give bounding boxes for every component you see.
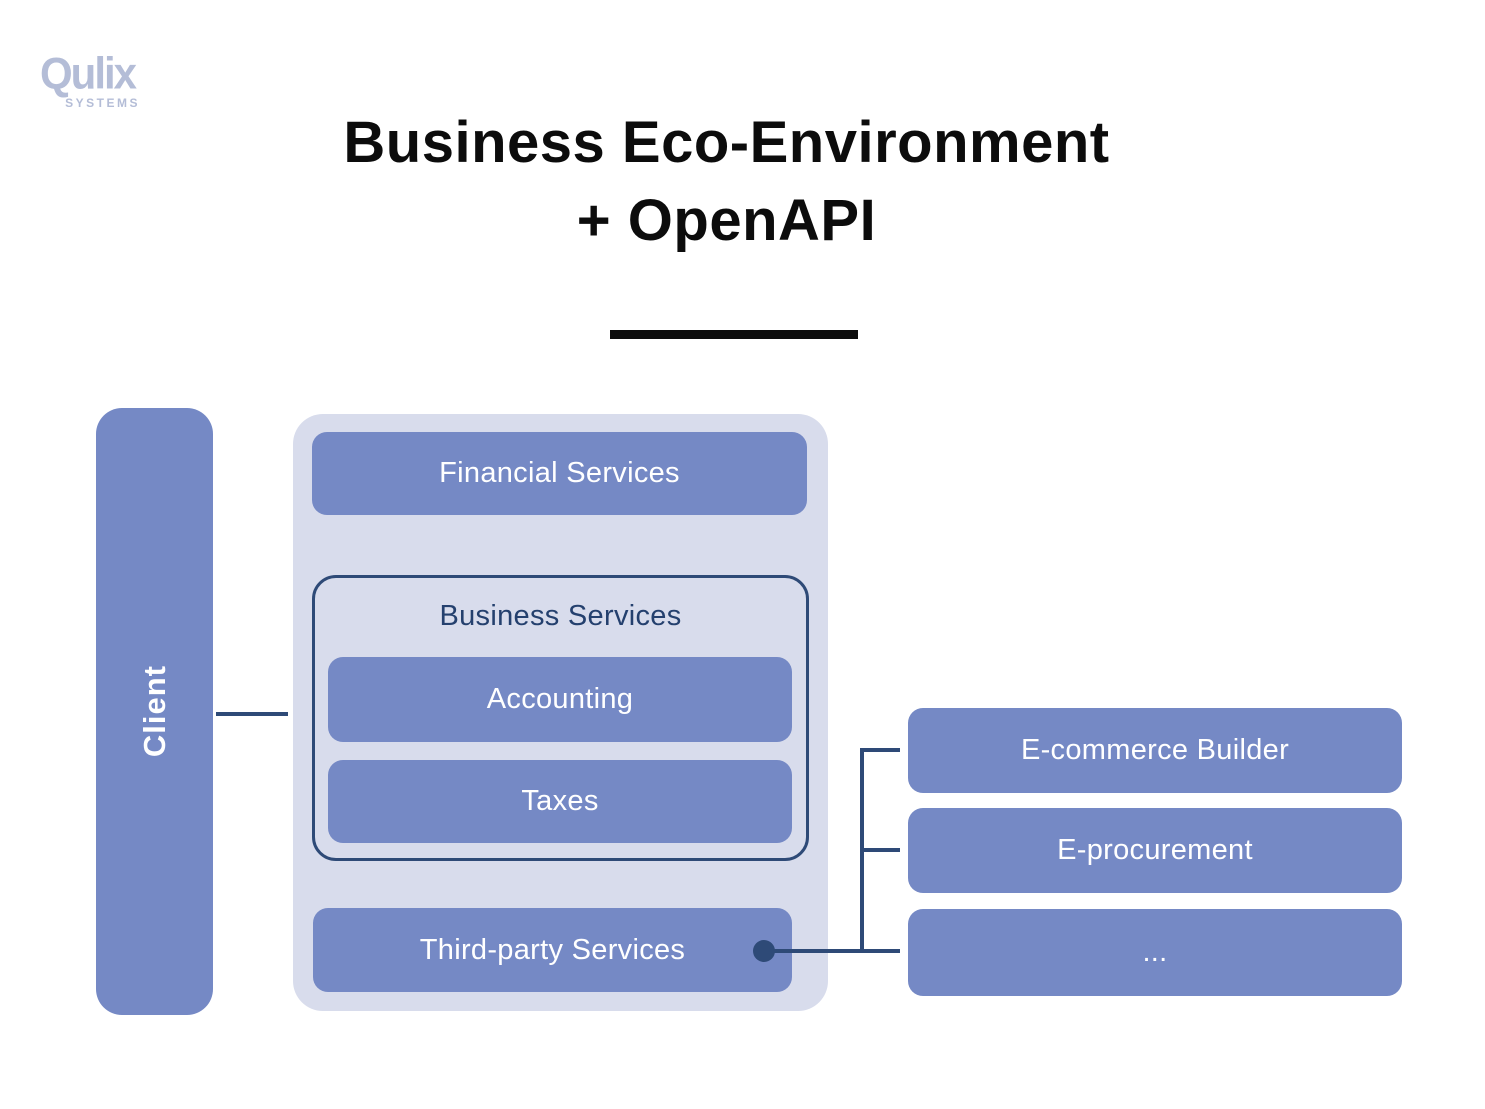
page-title-line2: + OpenAPI	[576, 188, 877, 253]
page-title: Business Eco-Environment + OpenAPI	[0, 104, 1469, 260]
taxes-box: Taxes	[328, 760, 792, 843]
third-party-services-box: Third-party Services	[313, 908, 792, 992]
client-label: Client	[136, 665, 172, 758]
more-services-box: ...	[908, 909, 1402, 996]
client-box: Client	[96, 408, 213, 1015]
eco-environment-container: Financial Services Business Services Acc…	[293, 414, 828, 1011]
financial-services-box: Financial Services	[312, 432, 807, 515]
financial-services-label: Financial Services	[439, 457, 680, 489]
taxes-label: Taxes	[521, 785, 599, 817]
eprocurement-box: E-procurement	[908, 808, 1402, 893]
third-party-services-label: Third-party Services	[419, 933, 686, 966]
ecommerce-builder-label: E-commerce Builder	[1020, 734, 1290, 766]
title-divider	[610, 330, 858, 339]
business-services-group: Business Services Accounting Taxes	[312, 575, 809, 861]
eprocurement-label: E-procurement	[1057, 834, 1253, 866]
ecommerce-branch-line	[862, 748, 900, 752]
third-party-connector-line	[764, 949, 900, 953]
page-title-line1: Business Eco-Environment	[343, 110, 1110, 175]
more-services-label: ...	[1142, 936, 1168, 968]
ecommerce-builder-box: E-commerce Builder	[908, 708, 1402, 793]
business-services-title: Business Services	[439, 600, 682, 632]
logo-wordmark: Qulix	[40, 48, 137, 99]
accounting-label: Accounting	[486, 683, 634, 715]
client-connector-line	[216, 712, 288, 716]
logo-subtitle: SYSTEMS	[65, 96, 140, 110]
qulix-logo: Qulix SYSTEMS	[40, 48, 140, 110]
eprocurement-branch-line	[862, 848, 900, 852]
accounting-box: Accounting	[328, 657, 792, 742]
